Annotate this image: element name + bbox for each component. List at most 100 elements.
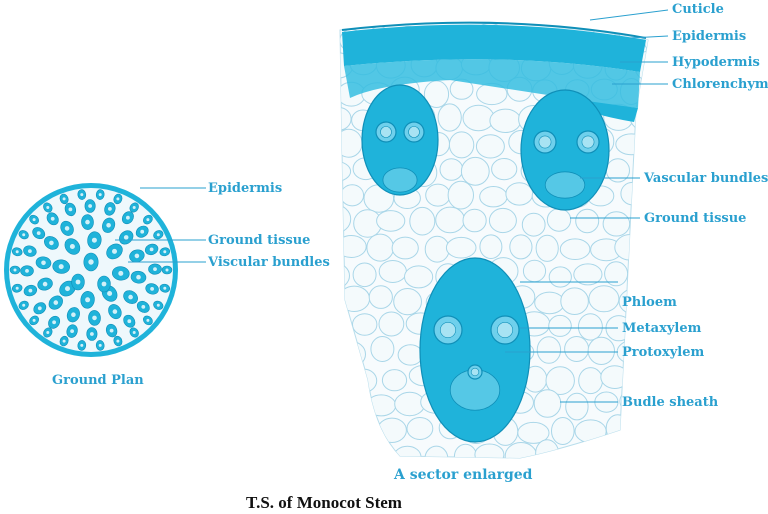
parenchyma-cell bbox=[621, 443, 646, 459]
ground-plan-bundle-xylem bbox=[132, 206, 136, 209]
label-bundle-sheath: Budle sheath bbox=[622, 395, 719, 410]
ground-plan-bundle-xylem bbox=[127, 319, 132, 324]
label-gp-vascular-bundles: Viscular bundles bbox=[207, 255, 330, 270]
ground-plan-bundle-xylem bbox=[85, 297, 91, 303]
parenchyma-cell bbox=[627, 261, 648, 288]
ground-plan-bundle-xylem bbox=[13, 268, 17, 272]
label-chlorenchyma: Chlorenchyma bbox=[672, 77, 768, 92]
ground-plan-bundle-xylem bbox=[15, 286, 19, 290]
parenchyma-cell bbox=[488, 207, 517, 234]
vessel-lumen bbox=[439, 321, 456, 338]
parenchyma-cell bbox=[423, 80, 450, 108]
parenchyma-cell bbox=[533, 389, 562, 418]
parenchyma-cell bbox=[521, 212, 546, 237]
parenchyma-cell bbox=[352, 313, 378, 336]
vessel-lumen bbox=[470, 367, 480, 377]
parenchyma-cell bbox=[435, 206, 466, 234]
ground-plan-bundle-xylem bbox=[22, 233, 26, 237]
parenchyma-cell bbox=[551, 417, 575, 445]
parenchyma-cell bbox=[340, 204, 352, 234]
label-gp-ground-tissue: Ground tissue bbox=[208, 233, 310, 248]
ground-plan-bundle-xylem bbox=[153, 267, 157, 271]
ground-plan-bundle-xylem bbox=[146, 318, 150, 322]
label-ground-tissue: Ground tissue bbox=[644, 211, 746, 226]
parenchyma-cell bbox=[453, 443, 478, 459]
ground-plan-bundle-xylem bbox=[90, 332, 94, 336]
parenchyma-cell bbox=[604, 261, 629, 287]
ground-plan-bundle-xylem bbox=[108, 207, 112, 211]
parenchyma-cell bbox=[631, 417, 648, 441]
parenchyma-cell bbox=[340, 285, 371, 312]
ground-plan-bundle-xylem bbox=[49, 240, 54, 246]
parenchyma-cell bbox=[366, 445, 392, 459]
ground-plan-bundle-xylem bbox=[150, 287, 155, 291]
ground-plan-bundle-xylem bbox=[70, 329, 74, 333]
parenchyma-cell bbox=[479, 234, 503, 259]
parenchyma-cell bbox=[536, 336, 562, 364]
label-epidermis: Epidermis bbox=[672, 29, 746, 44]
parenchyma-cell bbox=[352, 262, 377, 288]
parenchyma-cell bbox=[505, 182, 534, 206]
ground-plan-bundle-xylem bbox=[165, 268, 169, 272]
ground-plan-bundle-xylem bbox=[123, 235, 129, 240]
ground-plan-bundle-xylem bbox=[91, 237, 97, 243]
ground-plan-bundle-xylem bbox=[58, 264, 64, 270]
ground-plan-bundle-xylem bbox=[80, 193, 84, 197]
ground-plan-bundle-xylem bbox=[62, 197, 66, 201]
sector-enlarged bbox=[339, 21, 649, 459]
parenchyma-cell bbox=[340, 418, 351, 444]
parenchyma-cell bbox=[577, 313, 603, 341]
parenchyma-cell bbox=[602, 211, 631, 237]
ground-plan-bundle-xylem bbox=[134, 253, 140, 259]
parenchyma-cell bbox=[397, 344, 424, 366]
parenchyma-cell bbox=[425, 183, 451, 207]
ground-plan-bundle-xylem bbox=[68, 207, 73, 212]
parenchyma-cell bbox=[348, 414, 380, 440]
parenchyma-cell bbox=[340, 160, 352, 182]
ground-plan-bundle-xylem bbox=[88, 259, 94, 265]
parenchyma-cell bbox=[447, 180, 474, 210]
sector-vascular-bundles bbox=[361, 84, 610, 443]
label-hypodermis: Hypodermis bbox=[672, 55, 760, 70]
parenchyma-cell bbox=[462, 104, 495, 132]
parenchyma-cell bbox=[366, 233, 395, 262]
ground-plan-bundle-xylem bbox=[80, 343, 84, 347]
parenchyma-cell bbox=[424, 235, 450, 263]
ground-plan-bundle-xylem bbox=[62, 339, 66, 343]
cuticle-line bbox=[341, 21, 647, 39]
label-protoxylem: Protoxylem bbox=[622, 345, 704, 360]
ground-plan-vascular-bundles bbox=[9, 189, 173, 351]
bundle-sheath bbox=[520, 89, 610, 211]
bundle-sheath bbox=[419, 257, 531, 443]
caption-sector-enlarged: A sector enlarged bbox=[393, 467, 533, 483]
ground-plan-bundle-xylem bbox=[163, 286, 167, 290]
parenchyma-cell bbox=[645, 131, 648, 153]
ground-plan-bundle-xylem bbox=[53, 300, 59, 305]
ground-plan-bundle-xylem bbox=[109, 328, 114, 333]
parenchyma-cell bbox=[370, 336, 395, 362]
vessel-lumen bbox=[538, 135, 552, 149]
parenchyma-cell bbox=[535, 234, 559, 262]
parenchyma-cell bbox=[614, 234, 647, 261]
ground-plan-bundle-xylem bbox=[149, 247, 154, 252]
parenchyma-cell bbox=[534, 291, 565, 315]
parenchyma-cell bbox=[600, 365, 630, 390]
ground-plan-bundle-xylem bbox=[15, 250, 19, 254]
parenchyma-cell bbox=[340, 314, 351, 337]
ground-plan-bundle-xylem bbox=[75, 279, 81, 285]
ground-plan bbox=[4, 183, 178, 357]
parenchyma-cell bbox=[504, 442, 538, 459]
parenchyma-cell bbox=[448, 131, 475, 159]
ground-plan-bundle-xylem bbox=[92, 315, 97, 321]
labels: Epidermis Ground tissue Viscular bundles… bbox=[52, 2, 768, 512]
parenchyma-cell bbox=[475, 134, 505, 159]
parenchyma-cell bbox=[491, 158, 518, 181]
parenchyma-cell bbox=[489, 108, 522, 134]
ground-plan-bundle-xylem bbox=[132, 331, 136, 334]
label-metaxylem: Metaxylem bbox=[622, 321, 702, 336]
parenchyma-cell bbox=[545, 366, 575, 396]
parenchyma-cell bbox=[605, 414, 630, 443]
ground-plan-bundle-xylem bbox=[107, 291, 113, 296]
parenchyma-cell bbox=[564, 444, 592, 459]
